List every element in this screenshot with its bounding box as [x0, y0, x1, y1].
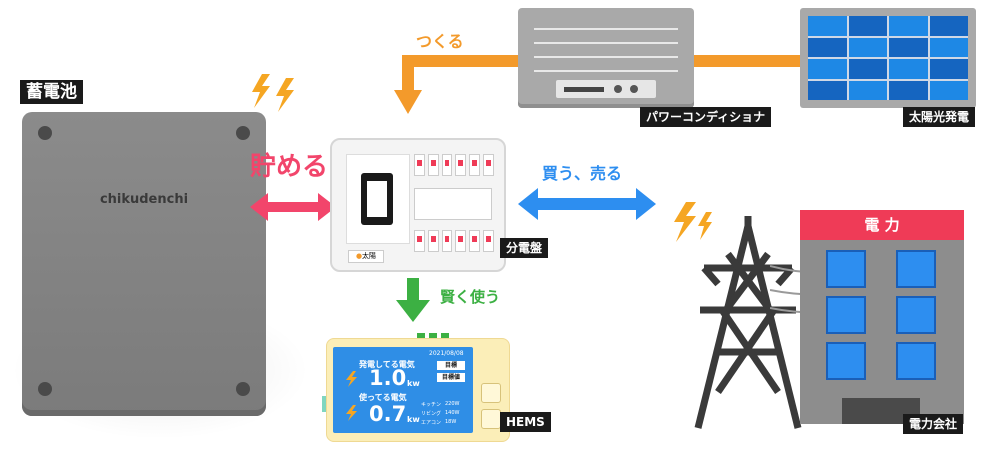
battery-unit: chikudenchi — [22, 112, 266, 416]
hems-side-button[interactable] — [481, 409, 501, 429]
store-label: 貯める — [250, 152, 329, 182]
buy-sell-arrow — [518, 188, 656, 220]
battery-label: 蓄電池 — [20, 80, 83, 104]
conditioner-panel — [556, 80, 656, 98]
hems-indicator — [441, 333, 449, 338]
building-window — [826, 342, 866, 380]
make-label: つくる — [416, 32, 464, 51]
battery-screw — [236, 382, 250, 396]
orange-line-top — [402, 55, 518, 67]
smart-use-arrow — [396, 278, 430, 322]
breaker-row-bottom — [414, 230, 494, 252]
hems-label: HEMS — [500, 412, 551, 432]
building-window — [896, 296, 936, 334]
building-window — [826, 250, 866, 288]
lightning-icon — [674, 202, 712, 242]
buy-sell-label: 買う、売る — [542, 164, 623, 183]
solar-cells — [808, 16, 968, 100]
panel-window — [414, 188, 492, 220]
hems-cable — [322, 396, 326, 412]
hems-row-name: エアコン — [421, 420, 442, 426]
hems-indicator — [417, 333, 425, 338]
battery-screw — [38, 382, 52, 396]
building-window — [896, 250, 936, 288]
utility-sign: 電 力 — [800, 210, 964, 240]
orange-line-down — [402, 55, 414, 93]
building-window — [826, 296, 866, 334]
store-arrow — [250, 193, 336, 221]
hems-date: 2021/08/08 — [429, 350, 464, 357]
hems-button-target[interactable]: 目標値 — [437, 373, 465, 382]
lightning-icon — [346, 371, 357, 387]
arrow-down-icon — [394, 90, 422, 114]
panel-small-label: ●太陽 — [348, 250, 384, 263]
hems-device: 2021/08/08 発電してる電気 1.0 kw 使ってる電気 0.7 kw … — [326, 333, 510, 442]
panel-label: 分電盤 — [500, 238, 549, 258]
battery-screw — [38, 126, 52, 140]
solar-label: 太陽光発電 — [903, 107, 976, 127]
distribution-panel: ●太陽 — [330, 138, 506, 272]
building-window — [896, 342, 936, 380]
hems-button-goal[interactable]: 目標 — [437, 361, 465, 370]
transmission-tower — [694, 216, 802, 429]
breaker-row-top — [414, 154, 494, 176]
hems-row-name: キッチン — [421, 402, 442, 408]
hems-row-value: 140W — [445, 410, 460, 416]
orange-line-right — [694, 55, 800, 67]
battery-brand: chikudenchi — [99, 192, 189, 207]
hems-screen: 2021/08/08 発電してる電気 1.0 kw 使ってる電気 0.7 kw … — [333, 347, 473, 433]
hems-gen-value: 1.0 — [369, 366, 407, 390]
hems-use-unit: kw — [407, 415, 420, 424]
lightning-icon — [252, 74, 294, 112]
power-conditioner — [518, 8, 694, 108]
utility-building: 電 力 — [800, 210, 964, 424]
battery-screw — [236, 126, 250, 140]
hems-row-value: 220W — [445, 401, 460, 407]
main-breaker — [346, 154, 410, 244]
solar-panel — [800, 8, 976, 108]
utility-label: 電力会社 — [903, 414, 964, 434]
hems-use-label: 使ってる電気 — [359, 393, 407, 402]
hems-row-value: 18W — [445, 419, 457, 425]
hems-use-value: 0.7 — [369, 402, 407, 426]
power-conditioner-label: パワーコンディショナ — [640, 107, 772, 127]
hems-side-button[interactable] — [481, 383, 501, 403]
smart-use-label: 賢く使う — [440, 288, 501, 306]
lightning-icon — [346, 405, 357, 421]
hems-gen-label: 発電してる電気 — [359, 360, 415, 369]
hems-row-name: リビング — [421, 411, 442, 417]
hems-gen-unit: kw — [407, 379, 420, 388]
hems-indicator — [429, 333, 437, 338]
